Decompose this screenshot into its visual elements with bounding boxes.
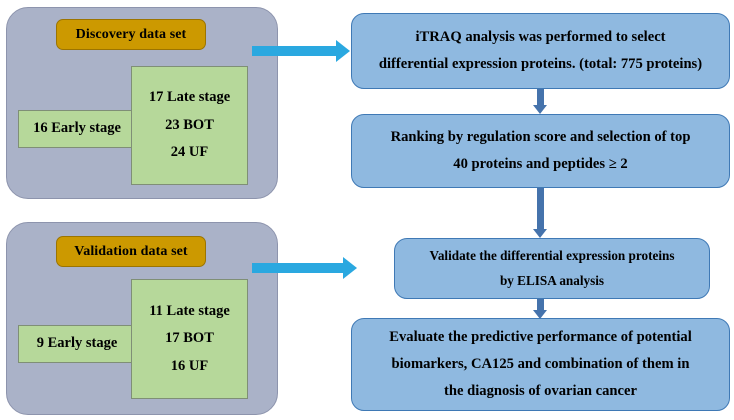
arrow-head (533, 105, 547, 114)
discovery-late-stage-line-1: 17 Late stage (148, 89, 231, 106)
discovery-early-stage-box: 16 Early stage (18, 110, 136, 148)
process-ranking-line-2: 40 proteins and peptides ≥ 2 (453, 156, 628, 172)
discovery-late-stage-line-2: 23 BOT (165, 116, 214, 133)
arrow-head (343, 257, 357, 279)
validation-early-stage-label: 9 Early stage (36, 335, 118, 352)
discovery-early-stage-label: 16 Early stage (33, 120, 121, 137)
validation-late-stage-line-1: 11 Late stage (149, 302, 230, 319)
discovery-late-stage-box: 17 Late stage 23 BOT 24 UF (131, 66, 248, 185)
arrow-head (533, 310, 547, 319)
process-elisa-line-2: by ELISA analysis (499, 272, 605, 288)
process-itraq-line-2: differential expression proteins. (total… (378, 56, 703, 72)
validation-early-stage-box: 9 Early stage (18, 325, 136, 363)
discovery-late-stage-line-3: 24 UF (170, 144, 209, 161)
arrow-validation-to-elisa (252, 257, 357, 279)
arrow-ranking-to-elisa (533, 188, 547, 238)
process-evaluate-line-1: Evaluate the predictive performance of p… (389, 329, 692, 346)
arrow-shaft (537, 188, 544, 229)
arrow-discovery-to-itraq (252, 40, 350, 62)
process-box-itraq: iTRAQ analysis was performed to select d… (351, 13, 730, 89)
arrow-head (533, 229, 547, 238)
arrow-itraq-to-ranking (533, 89, 547, 114)
discovery-dataset-title: Discovery data set (56, 19, 206, 50)
process-box-evaluate: Evaluate the predictive performance of p… (351, 318, 730, 411)
process-evaluate-line-2: biomarkers, CA125 and combination of the… (391, 356, 690, 372)
arrow-shaft (252, 263, 343, 273)
validation-dataset-title: Validation data set (56, 236, 206, 267)
process-elisa-line-1: Validate the differential expression pro… (429, 248, 675, 264)
arrow-shaft (252, 46, 336, 56)
validation-late-stage-box: 11 Late stage 17 BOT 16 UF (131, 279, 248, 399)
process-box-elisa: Validate the differential expression pro… (394, 238, 710, 299)
process-itraq-line-1: iTRAQ analysis was performed to select (415, 29, 666, 46)
process-evaluate-line-3: the diagnosis of ovarian cancer (444, 382, 637, 399)
arrow-head (336, 40, 350, 62)
process-box-ranking: Ranking by regulation score and selectio… (351, 114, 730, 188)
validation-late-stage-line-3: 16 UF (170, 357, 209, 374)
arrow-shaft (537, 299, 544, 310)
arrow-elisa-to-evaluate (533, 299, 547, 319)
arrow-shaft (537, 89, 544, 105)
process-ranking-line-1: Ranking by regulation score and selectio… (390, 129, 691, 146)
validation-late-stage-line-2: 17 BOT (165, 330, 214, 347)
